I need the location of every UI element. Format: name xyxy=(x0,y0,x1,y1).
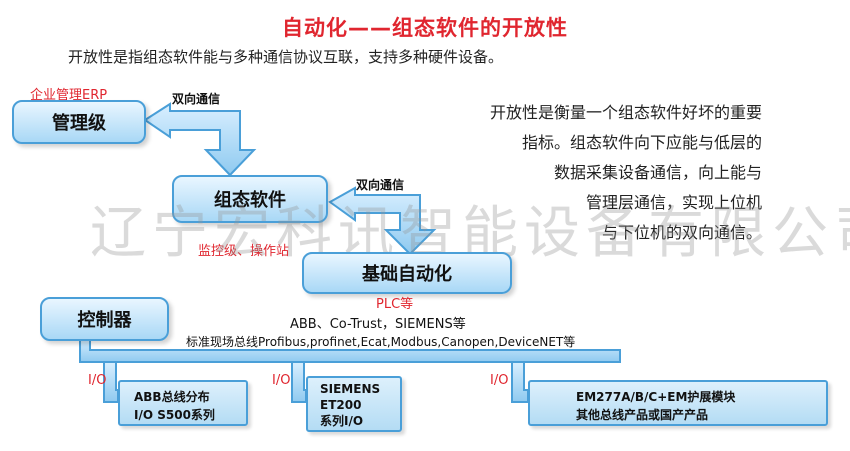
siemens-io-box: SIEMENS ET200 系列I/O xyxy=(306,376,402,432)
abb-io-box: ABB总线分布 I/O S500系列 xyxy=(118,380,248,426)
intro-text: 开放性是指组态软件能与多种通信协议互联，支持多种硬件设备。 xyxy=(68,48,504,66)
paragraph-line: 管理层通信，实现上位机 xyxy=(585,193,762,212)
paragraph-line: 指标。组态软件向下应能与低层的 xyxy=(521,133,762,152)
comm-label-top: 双向通信 xyxy=(172,92,221,106)
fieldbus-list: 标准现场总线Profibus,profinet,Ecat,Modbus,Cano… xyxy=(186,335,576,349)
plc-brands: ABB、Co-Trust，SIEMENS等 xyxy=(290,317,466,332)
bidirectional-arrow-top xyxy=(143,102,257,177)
basic-automation-box: 基础自动化 xyxy=(302,252,512,294)
abb-io-line: ABB总线分布 xyxy=(134,390,210,404)
bus-connector-em277 xyxy=(511,361,529,403)
siemens-io-line: ET200 xyxy=(320,398,362,412)
plc-label: PLC等 xyxy=(376,297,414,312)
basic-automation-label: 基础自动化 xyxy=(362,264,452,285)
management-level-box: 管理级 xyxy=(12,100,146,144)
em277-line: 其他总线产品或国产产品 xyxy=(576,408,709,422)
comm-label-middle: 双向通信 xyxy=(356,178,405,192)
io-label-em277: I/O xyxy=(490,373,509,388)
config-software-box: 组态软件 xyxy=(172,175,328,223)
siemens-io-line: 系列I/O xyxy=(320,414,364,428)
paragraph-line: 开放性是衡量一个组态软件好坏的重要 xyxy=(489,103,762,122)
abb-io-line: I/O S500系列 xyxy=(134,408,215,422)
bus-connector-siemens xyxy=(291,361,307,403)
paragraph-line: 数据采集设备通信，向上能与 xyxy=(553,163,762,182)
siemens-io-line: SIEMENS xyxy=(320,382,381,396)
em277-box: EM277A/B/C+EM护展模块 其他总线产品或国产产品 xyxy=(528,380,828,426)
page-title: 自动化——组态软件的开放性 xyxy=(282,16,568,40)
config-software-label: 组态软件 xyxy=(214,190,286,211)
description-paragraph: 开放性是衡量一个组态软件好坏的重要 指标。组态软件向下应能与低层的 数据采集设备… xyxy=(490,98,762,248)
io-label-abb: I/O xyxy=(88,373,107,388)
erp-label: 企业管理ERP xyxy=(30,88,108,103)
controller-label: 控制器 xyxy=(77,310,132,331)
monitor-level-label: 监控级、操作站 xyxy=(198,244,290,259)
management-level-label: 管理级 xyxy=(52,113,106,134)
controller-box: 控制器 xyxy=(40,297,169,341)
em277-line: EM277A/B/C+EM护展模块 xyxy=(576,390,736,404)
paragraph-line: 与下位机的双向通信。 xyxy=(601,223,762,242)
io-label-siemens: I/O xyxy=(272,373,291,388)
